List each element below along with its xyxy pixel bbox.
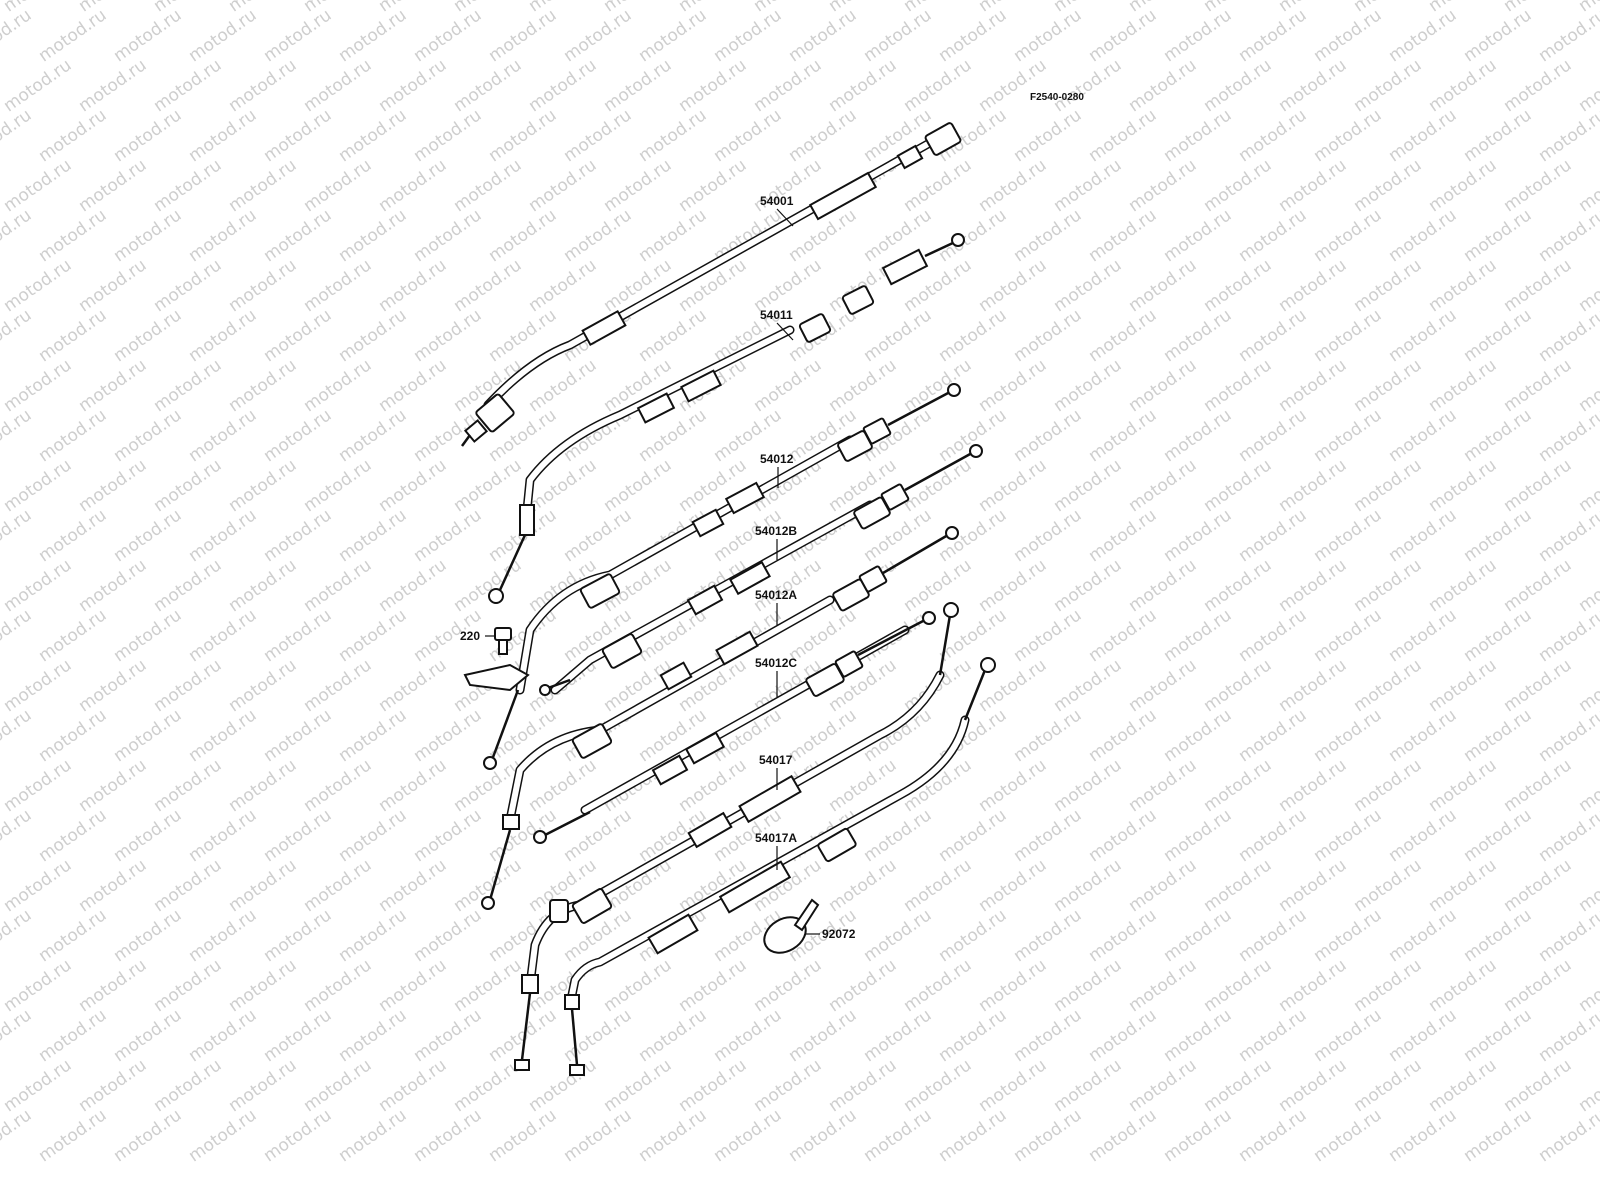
cable-54012A (481, 526, 959, 910)
callout-54017: 54017 (759, 753, 793, 767)
cable-54017 (514, 602, 959, 1071)
callout-54011: 54011 (760, 308, 793, 322)
callout-54012C: 54012C (755, 656, 797, 670)
callouts: 54001 54011 54012 54012B 54012A 54012C 5… (460, 194, 856, 941)
callout-54017A: 54017A (755, 831, 797, 845)
cable-54001 (460, 122, 962, 447)
cable-54012 (483, 383, 961, 770)
callout-54012A: 54012A (755, 588, 797, 602)
cable-54012C (533, 611, 936, 844)
cable-54011 (488, 233, 965, 604)
callout-54012B: 54012B (755, 524, 797, 538)
cable-tie-92072 (763, 898, 820, 954)
callout-92072: 92072 (822, 927, 856, 941)
cable-54017A (564, 657, 996, 1076)
figure-code: F2540-0280 (1030, 92, 1084, 103)
callout-220: 220 (460, 629, 480, 643)
callout-54012: 54012 (760, 452, 794, 466)
callout-54001: 54001 (760, 194, 794, 208)
bracket-220 (463, 627, 530, 692)
